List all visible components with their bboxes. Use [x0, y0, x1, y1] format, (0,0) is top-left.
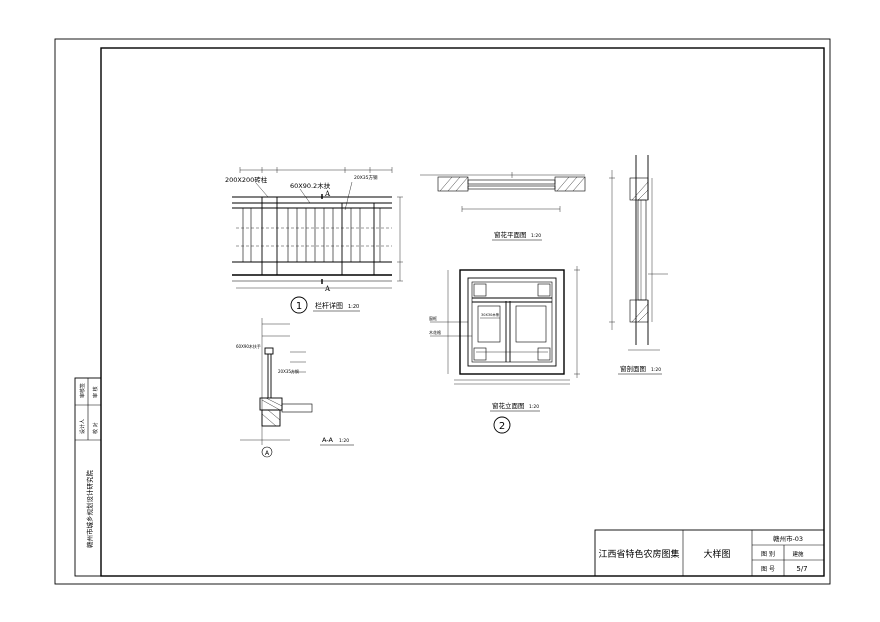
railing-label-post: 200X200砖柱 [225, 175, 268, 184]
side-cell-b: 设计人 [79, 419, 86, 434]
side-cell-d: 审 核 [92, 386, 99, 398]
side-strip: 审核签 设计人 校 对 审 核 赣州市城乡规划设计研究院 [74, 377, 102, 577]
side-cell-c: 校 对 [92, 422, 99, 434]
window-elevation-title: 窗花立面图 [492, 401, 525, 410]
section-aa-scale: 1:20 [339, 438, 349, 444]
section-aa-label-bar: 20X35方钢 [278, 368, 299, 374]
category-value: 建施 [792, 550, 804, 558]
section-aa-axis: A [265, 450, 270, 457]
category-label: 图 别 [761, 550, 775, 558]
window-elevation-scale: 1:20 [529, 404, 539, 410]
window-section-scale: 1:20 [651, 367, 661, 373]
window-elevation-label-frame: 窗框 [429, 315, 437, 321]
window-plan-drawing [420, 172, 586, 212]
drawing-name: 大样图 [703, 548, 730, 560]
number-value: 5/7 [796, 565, 807, 573]
side-cell-a: 审核签 [79, 383, 86, 398]
section-aa-title: A-A [322, 436, 334, 444]
side-institute: 赣州市城乡规划设计研究院 [85, 470, 94, 549]
railing-detail-number: 1 [296, 301, 302, 312]
window-section-title: 窗剖面图 [620, 364, 646, 373]
railing-section-mark-top: A [324, 190, 331, 198]
window-elevation-label-inner: 30X30木条 [481, 312, 500, 317]
section-aa-drawing [240, 318, 313, 445]
section-aa-label-rail: 60X90木扶手 [236, 343, 261, 349]
railing-elevation [232, 167, 403, 289]
atlas-name: 江西省特色农房图集 [598, 548, 679, 560]
railing-title: 栏杆详图 [315, 301, 343, 310]
window-elevation-drawing [430, 266, 580, 385]
railing-section-mark-bottom: A [324, 285, 331, 293]
railing-label-bar: 20X35方钢 [354, 174, 378, 181]
section-aa-axis-circle [261, 446, 273, 458]
number-label: 图 号 [761, 566, 775, 573]
sheet-border [54, 38, 831, 585]
window-section-drawing [609, 155, 668, 351]
title-block: 江西省特色农房图集 大样图 赣州市-03 图 别 建施 图 号 5/7 [594, 529, 825, 577]
window-elevation-number-circle [493, 416, 511, 434]
drawing-code: 赣州市-03 [773, 534, 803, 543]
window-elevation-label-bar: 木花格 [429, 329, 441, 335]
railing-scale: 1:20 [348, 304, 359, 310]
window-plan-title: 窗花平面图 [494, 230, 527, 239]
window-elevation-number: 2 [499, 421, 505, 432]
window-plan-scale: 1:20 [531, 233, 541, 239]
railing-detail-number-circle [290, 296, 308, 314]
railing-label-rail: 60X90.2木扶 [290, 181, 331, 190]
